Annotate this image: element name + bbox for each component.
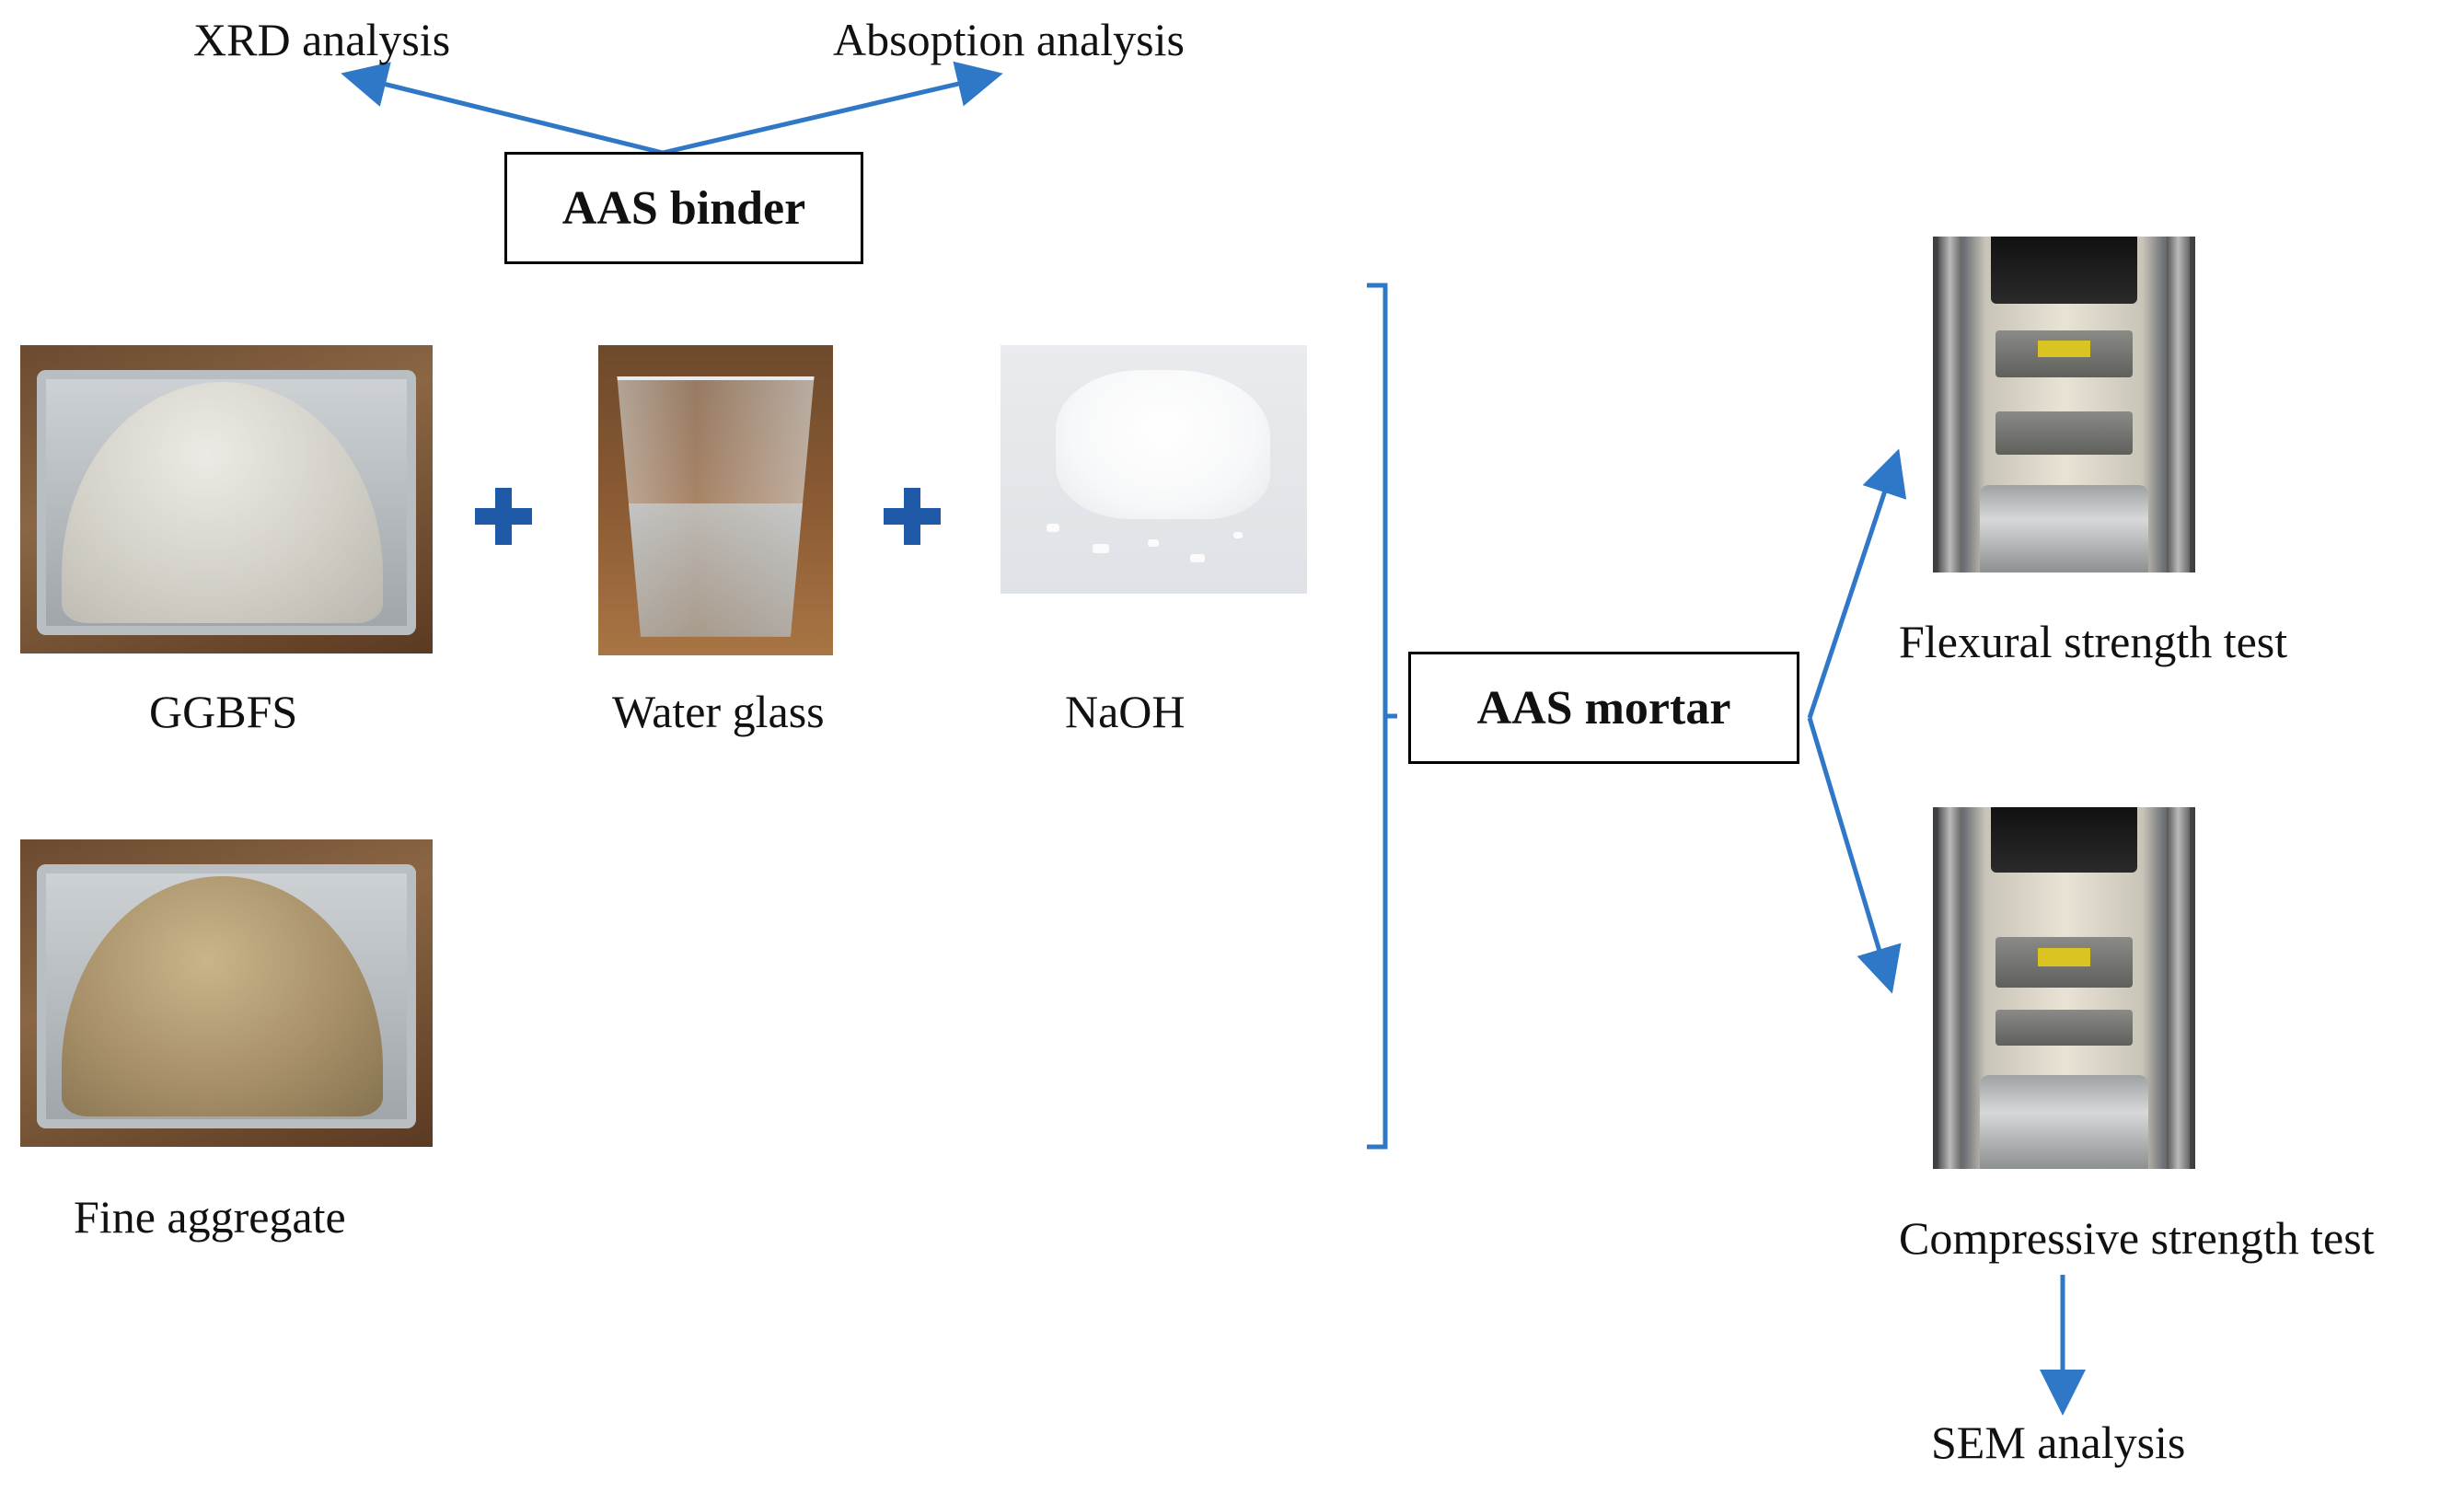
naoh-photo: [1001, 345, 1307, 594]
ggbfs-label: GGBFS: [149, 686, 298, 737]
aas-binder-label: AAS binder: [561, 181, 806, 235]
aas-mortar-label: AAS mortar: [1476, 681, 1731, 734]
arrow-mortar-to-flexural: [1807, 448, 1907, 719]
aas-mortar-box: AAS mortar: [1408, 652, 1799, 764]
ggbfs-photo: [20, 345, 433, 653]
fine-aggregate-label: Fine aggregate: [74, 1191, 346, 1243]
arrow-binder-to-absorption: [662, 61, 1003, 156]
absorption-analysis-label: Absoption analysis: [833, 14, 1185, 65]
flexural-test-photo: [1933, 237, 2195, 573]
sem-analysis-label: SEM analysis: [1931, 1417, 2186, 1468]
water-glass-photo: [598, 345, 833, 655]
flexural-test-label: Flexural strength test: [1899, 616, 2288, 667]
compressive-test-photo: [1933, 807, 2195, 1169]
plus-icon: [475, 488, 532, 545]
arrow-mortar-to-compressive: [1807, 717, 1902, 994]
naoh-label: NaOH: [1065, 686, 1186, 737]
plus-icon: [884, 488, 941, 545]
fine-aggregate-photo: [20, 839, 433, 1147]
compressive-test-label: Compressive strength test: [1899, 1212, 2375, 1264]
arrow-binder-to-xrd: [341, 62, 664, 156]
water-glass-label: Water glass: [612, 686, 825, 737]
aas-binder-box: AAS binder: [504, 152, 863, 264]
xrd-analysis-label: XRD analysis: [193, 14, 451, 65]
grouping-bracket: [1367, 283, 1397, 1150]
